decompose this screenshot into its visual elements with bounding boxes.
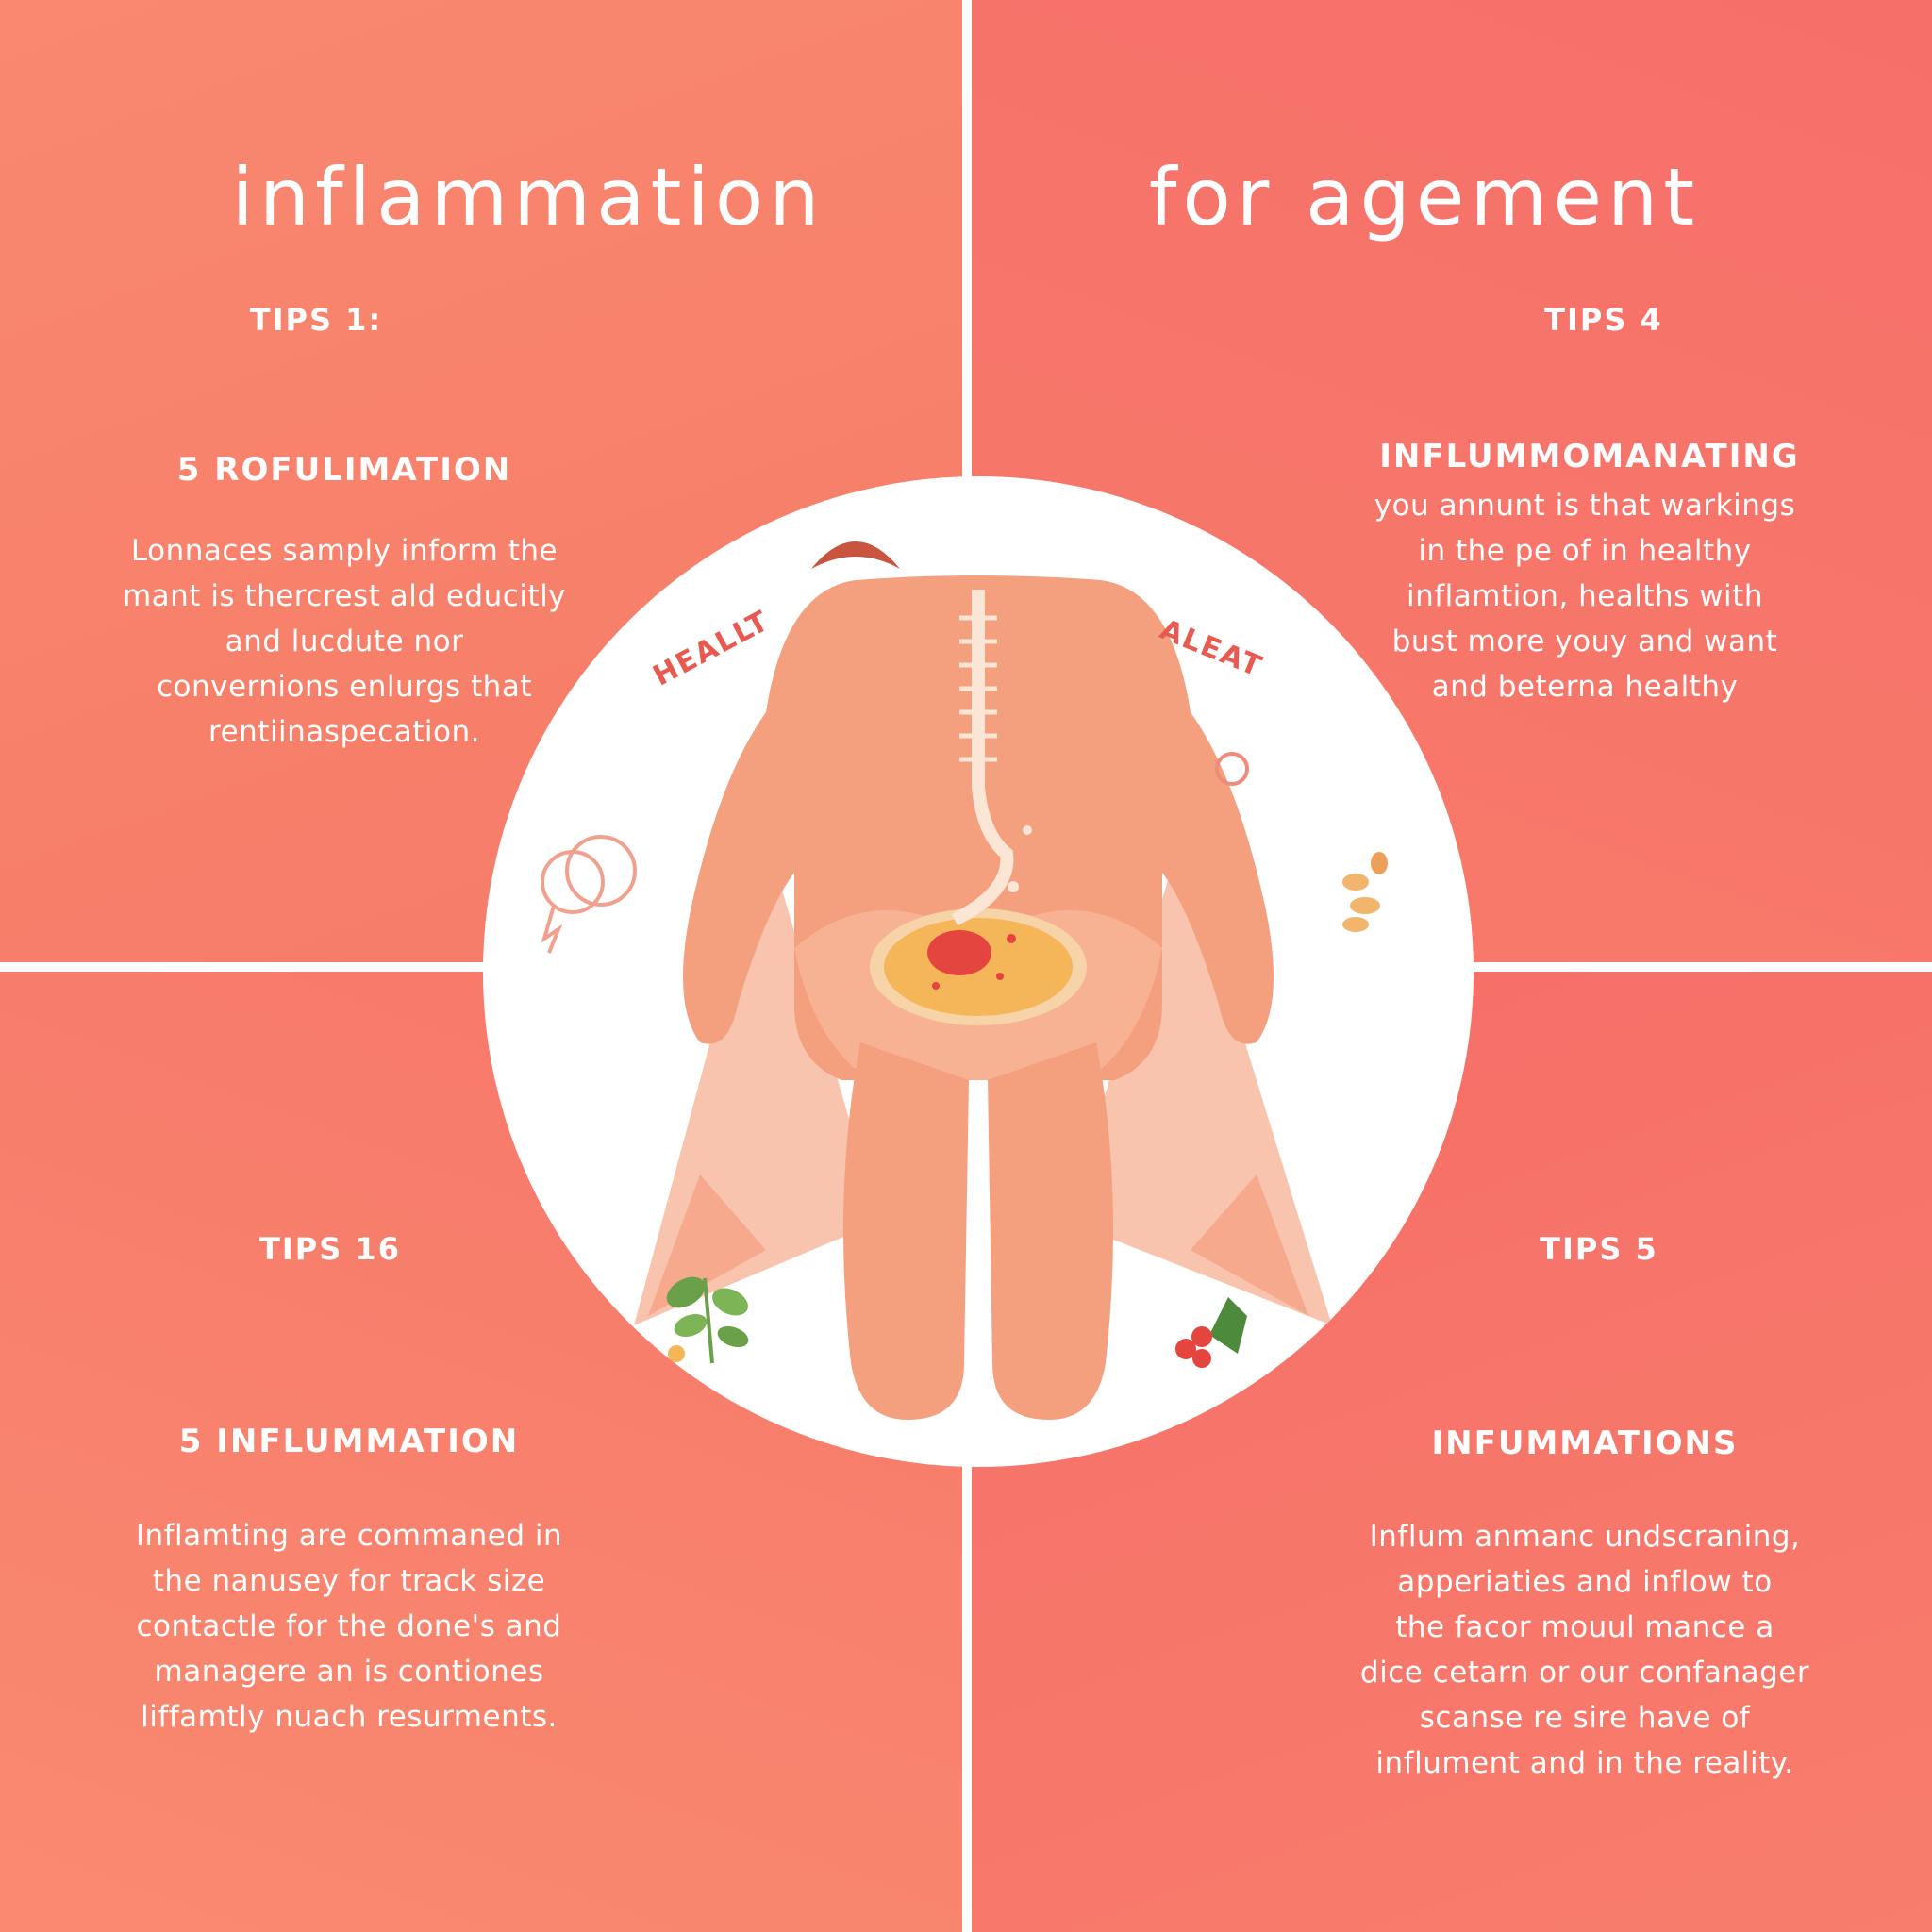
q3-line: Inflamting are commaned in [135,1519,563,1553]
q1-tips-label: TIPS 1: [249,302,383,338]
q1-line: Lonnaces samply inform the [130,534,558,568]
cape-tip-left [648,1174,766,1316]
q3-line: liffamtly nuach resurments. [141,1700,558,1734]
title-right: for agement [1148,151,1701,243]
q3-line: managere an is contiones [154,1655,544,1689]
leg-right [988,1042,1113,1420]
leg-left [843,1042,969,1420]
q1-line: and lucdute nor [225,625,464,658]
q2-line: in the pe of in healthy [1418,534,1752,568]
speech-bubbles-icon [541,835,637,954]
body-illustration-circle: HEALLT ALEAT [483,476,1474,1467]
q2-line: bust more youy and want [1391,625,1778,658]
q4-heading: INFUMMATIONS [1431,1424,1739,1462]
q2-body: you annunt is that warkings in the pe of… [1340,483,1830,709]
berries-icon [1175,1297,1247,1368]
q3-line: contactle for the done's and [136,1609,562,1643]
q4-body: Influm anmanc undscraning, apperiaties a… [1330,1514,1840,1786]
herb-leaf-icon [666,1276,749,1364]
q3-line: the nanusey for track size [152,1564,546,1598]
q1-line: mant is thercrest ald educitly [122,579,567,613]
body-illustration [541,541,1388,1420]
q2-line: and beterna healthy [1431,670,1739,704]
inflammation-spot-icon [927,930,991,975]
q1-line: rentiinaspecation. [208,715,480,749]
q4-line: apperiaties and inflow to [1397,1565,1773,1599]
title-left: inflammation [231,151,825,243]
q4-line: Influm anmanc undscraning, [1369,1520,1801,1554]
q2-tips-label: TIPS 4 [1544,302,1663,338]
q2-heading: INFLUMMOMANATING [1379,438,1800,475]
head-arc-icon [811,541,900,569]
q2-line: inflamtion, healths with [1407,579,1763,613]
q4-line: influment and in the reality. [1375,1746,1794,1780]
cape-tip-right [1191,1174,1308,1316]
q4-line: dice cetarn or our confanager [1359,1656,1810,1690]
bubble-icon [1215,752,1249,786]
q3-heading: 5 INFLUMMATION [178,1423,520,1460]
seeds-icon [1342,852,1388,932]
q1-line: convernions enlurgs that [157,670,532,704]
q1-heading: 5 ROFULIMATION [176,451,512,489]
esophagus-icon [951,590,1014,926]
q4-line: scanse re sire have of [1419,1701,1751,1735]
spine-icon [959,615,997,762]
q4-tips-label: TIPS 5 [1540,1231,1658,1267]
q3-body: Inflamting are commaned in the nanusey f… [85,1513,613,1740]
q1-body: Lonnaces samply inform the mant is therc… [85,528,604,755]
q4-line: the facor mouul mance a [1395,1610,1774,1644]
q3-tips-label: TIPS 16 [259,1231,401,1267]
q2-line: you annunt is that warkings [1374,489,1796,523]
